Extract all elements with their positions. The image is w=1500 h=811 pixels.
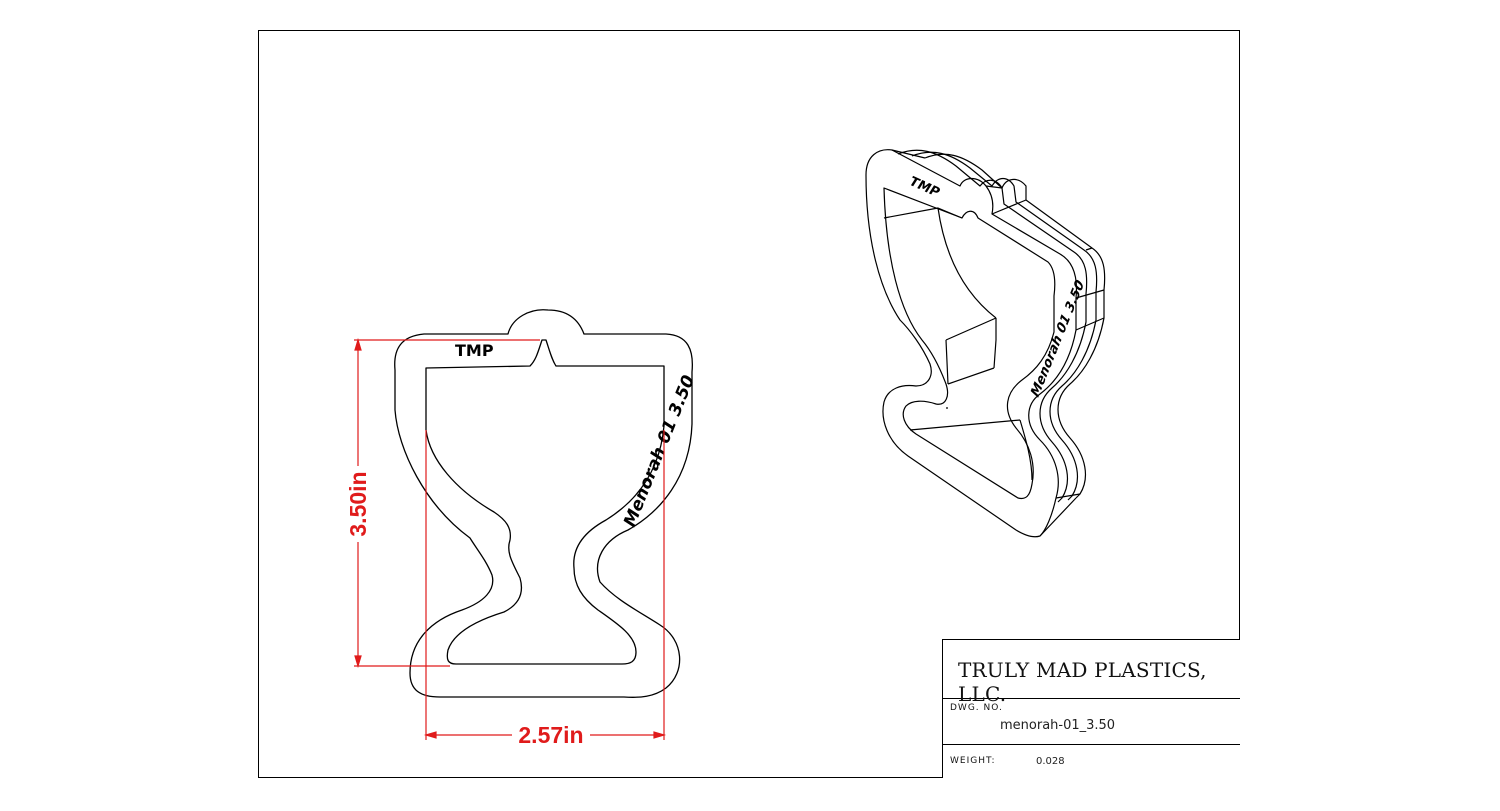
weight-value: 0.028	[1036, 756, 1065, 767]
weight-label: WEIGHT:	[950, 756, 996, 766]
dimension-lines	[354, 337, 667, 740]
front-emboss-side: Menorah 01 3.50	[620, 372, 699, 530]
iso-front-outer	[865, 149, 1078, 538]
company-name: TRULY MAD PLASTICS, LLC.	[958, 658, 1207, 706]
front-outer-outline	[394, 309, 694, 698]
front-emboss-tmp: TMP	[455, 341, 494, 360]
front-view	[394, 309, 694, 698]
width-dimension-label: 2.57in	[518, 722, 583, 748]
height-dimension-label: 3.50in	[345, 471, 371, 536]
iso-edge-lines	[891, 149, 1105, 537]
dwg-no-value: menorah-01_3.50	[1000, 718, 1116, 733]
iso-back-layer-3	[924, 153, 1106, 499]
iso-inner-wall	[883, 207, 1033, 481]
drawing-sheet-border	[258, 30, 1240, 778]
iso-emboss-tmp: TMP	[906, 175, 943, 201]
iso-back-layer-2	[911, 151, 1098, 501]
isometric-view	[865, 149, 1106, 538]
dwg-no-label: DWG. NO.	[950, 703, 1003, 713]
title-block-dwg-row: DWG. NO. menorah-01_3.50	[943, 699, 1240, 745]
iso-front-inner	[883, 187, 1056, 500]
title-block-weight-row: WEIGHT: 0.028	[943, 745, 1240, 779]
iso-back-layer-1	[897, 149, 1088, 503]
title-block-company-row: TRULY MAD PLASTICS, LLC.	[943, 640, 1240, 706]
title-block: TRULY MAD PLASTICS, LLC. DWG. NO. menora…	[942, 639, 1240, 778]
front-inner-outline	[425, 339, 665, 665]
